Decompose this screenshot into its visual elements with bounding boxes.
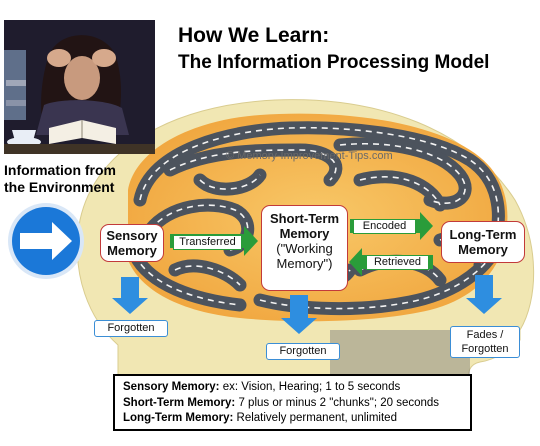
- page-subtitle: The Information Processing Model: [178, 52, 490, 73]
- environment-label-line2: the Environment: [4, 179, 115, 195]
- studying-woman-photo: [4, 20, 155, 154]
- environment-label: Information from the Environment: [4, 162, 136, 196]
- short-term-memory-box: Short-Term Memory ("Working Memory"): [261, 205, 348, 291]
- sensory-memory-line1: Sensory: [106, 228, 158, 243]
- sensory-down-arrow-icon: [112, 277, 148, 314]
- long-term-forgotten-line2: Forgotten: [461, 343, 509, 355]
- legend-term: Long-Term Memory:: [123, 412, 234, 424]
- long-term-forgotten-label: Fades / Forgotten: [450, 326, 520, 358]
- legend-desc: 7 plus or minus 2 "chunks"; 20 seconds: [238, 396, 440, 409]
- watermark: © Memory-Improvement-Tips.com: [226, 150, 393, 162]
- encoded-label: Encoded: [353, 219, 416, 234]
- short-term-line1: Short-Term: [269, 211, 340, 226]
- sensory-memory-line2: Memory: [107, 243, 157, 258]
- long-term-line1: Long-Term: [449, 227, 517, 242]
- short-term-down-arrow-icon: [281, 295, 317, 334]
- long-term-memory-box: Long-Term Memory: [441, 221, 525, 263]
- legend-term: Short-Term Memory:: [123, 396, 236, 409]
- legend-desc: Relatively permanent, unlimited: [236, 412, 397, 424]
- long-term-line2: Memory: [458, 242, 508, 257]
- transferred-label: Transferred: [173, 235, 242, 250]
- legend-box: Sensory Memory: ex: Vision, Hearing; 1 t…: [113, 374, 472, 431]
- sensory-memory-box: Sensory Memory: [100, 224, 164, 262]
- environment-label-line1: Information from: [4, 162, 116, 178]
- down-arrows: [112, 275, 502, 334]
- short-term-forgotten-label: Forgotten: [266, 343, 340, 360]
- long-term-forgotten-line1: Fades /: [466, 329, 504, 341]
- legend-desc: ex: Vision, Hearing; 1 to 5 seconds: [222, 381, 401, 393]
- legend-term: Sensory Memory:: [123, 381, 220, 393]
- short-term-line4: Memory"): [276, 256, 333, 271]
- environment-arrow-icon: [8, 203, 84, 279]
- sensory-forgotten-label: Forgotten: [94, 320, 168, 337]
- page-title: How We Learn:: [178, 24, 330, 47]
- short-term-line3: ("Working: [276, 241, 333, 256]
- retrieved-label: Retrieved: [366, 255, 429, 270]
- short-term-line2: Memory: [279, 226, 330, 241]
- legend-row: Sensory Memory: ex: Vision, Hearing; 1 t…: [123, 380, 462, 396]
- legend-row: Short-Term Memory: 7 plus or minus 2 "ch…: [123, 396, 462, 412]
- long-term-down-arrow-icon: [466, 275, 502, 314]
- legend-row: Long-Term Memory: Relatively permanent, …: [123, 411, 462, 427]
